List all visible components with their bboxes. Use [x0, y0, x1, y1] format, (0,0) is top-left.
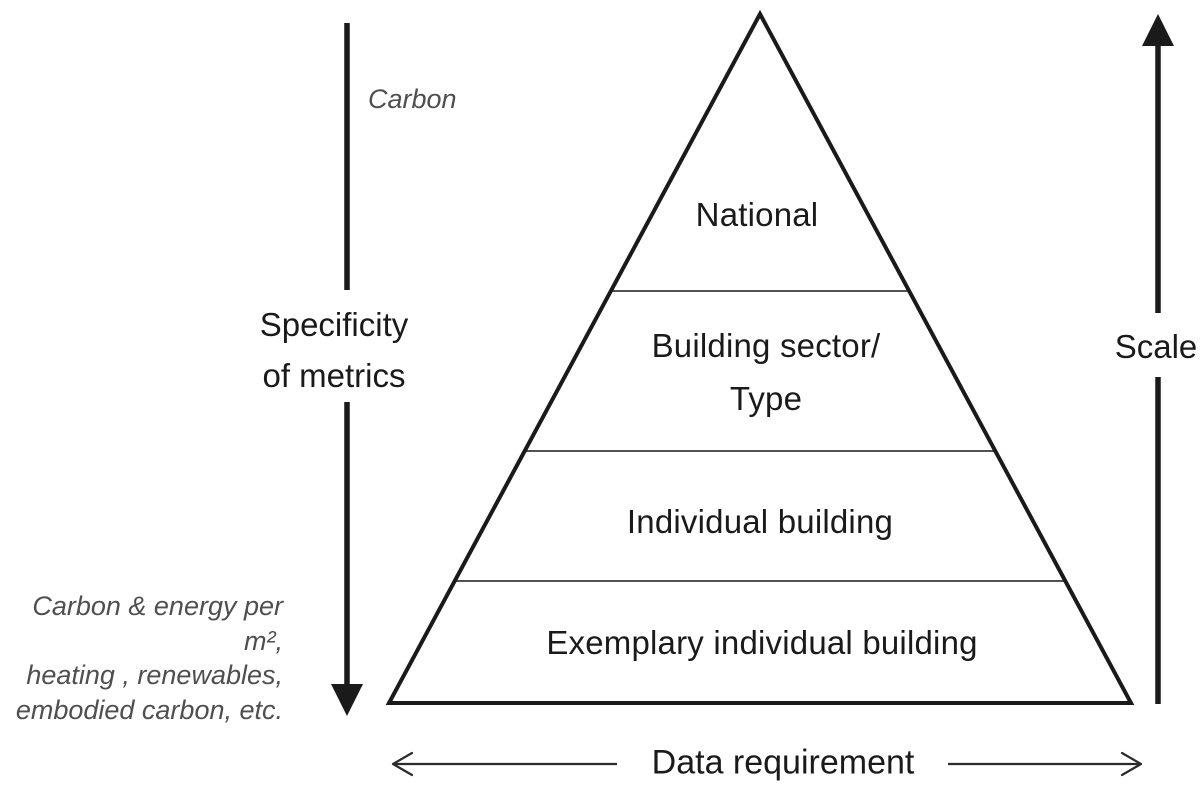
left-axis-bottom-annotation: Carbon & energy per m², heating , renewa…: [15, 591, 283, 725]
up-arrowhead-icon: [1142, 14, 1174, 46]
pyramid-outline: [385, 9, 1135, 705]
left-axis-top-annotation: Carbon: [368, 84, 457, 114]
down-arrowhead-icon: [331, 684, 363, 716]
pyramid-level-building-sector-type: Building sector/ Type: [651, 327, 881, 417]
pyramid-level-individual-building: Individual building: [626, 503, 894, 541]
left-arrowhead-icon: [391, 751, 414, 777]
right-arrowhead-icon: [1120, 751, 1143, 777]
left-axis-label: Specificity of metrics: [259, 305, 409, 394]
right-axis-label: Scale: [1114, 328, 1198, 366]
pyramid-level-exemplary-individual-building: Exemplary individual building: [546, 624, 978, 662]
bottom-axis-label: Data requirement: [651, 743, 915, 782]
pyramid-level-national: National: [695, 196, 819, 234]
